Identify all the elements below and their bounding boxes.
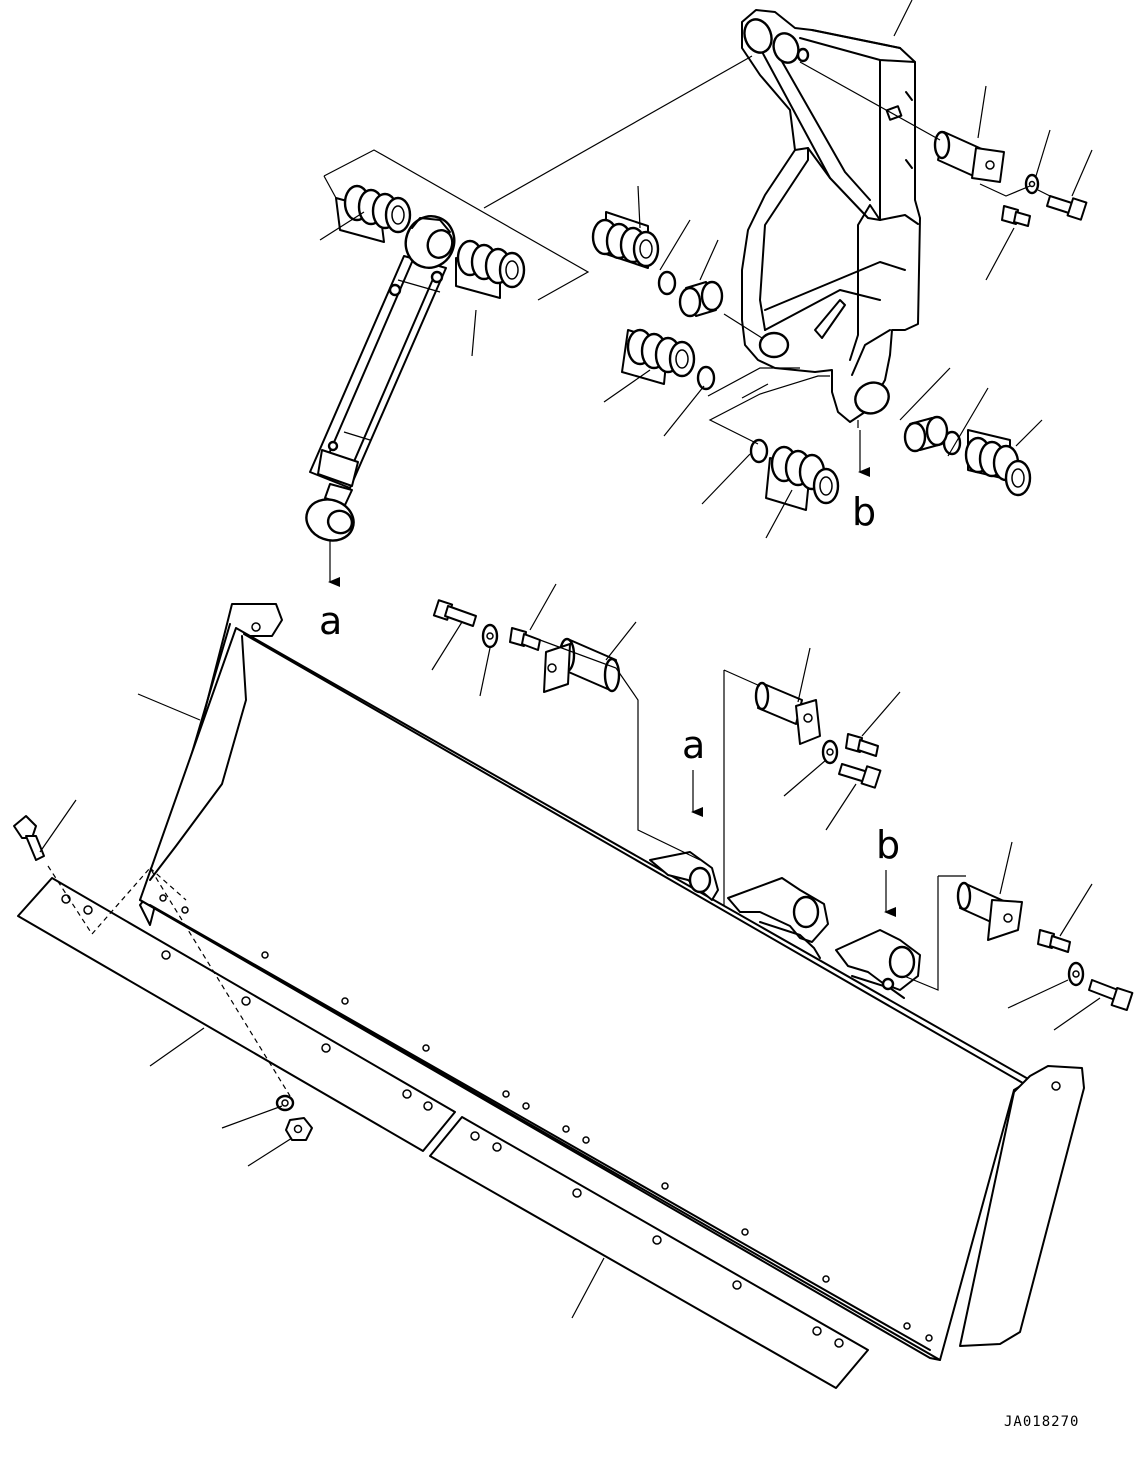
seal-ring <box>657 270 962 464</box>
drawing-code: JA018270 <box>1004 1414 1079 1430</box>
grease-fitting <box>1001 205 1031 227</box>
grease-fitting <box>1037 929 1071 953</box>
cutting-edge <box>17 877 456 1152</box>
pivot-pin <box>754 681 821 745</box>
plow-bolt <box>13 815 45 861</box>
callout-label-a-top: a <box>319 599 342 643</box>
pivot-pin <box>956 881 1023 941</box>
grease-fitting <box>845 733 879 757</box>
assembly-lines <box>47 55 1051 1097</box>
callout-label-b-blade: b <box>876 823 900 867</box>
pivot-pin <box>543 637 621 693</box>
shim-pack <box>335 184 1032 511</box>
callout-label-a-blade: a <box>682 723 705 767</box>
washer <box>821 739 839 765</box>
lift-frame-bracket <box>741 9 921 423</box>
bolt <box>432 599 477 627</box>
callout-label-b-top: b <box>852 490 876 534</box>
blade-mounting-brackets <box>649 851 921 999</box>
washer <box>1024 173 1040 195</box>
hydraulic-cylinder <box>305 215 456 542</box>
blade-bolt-holes <box>159 894 933 1342</box>
blade <box>139 603 1085 1361</box>
cutting-edge <box>429 1116 869 1389</box>
washer <box>1067 961 1085 987</box>
bolt <box>1088 979 1134 1012</box>
pivot-pin <box>933 130 1005 183</box>
washer <box>481 623 499 649</box>
washer <box>275 1094 295 1112</box>
grease-fitting <box>509 627 541 651</box>
leader-lines <box>39 0 1101 1319</box>
nut <box>285 1117 313 1141</box>
bushing <box>678 280 949 453</box>
bolt <box>838 763 882 789</box>
bolt <box>1046 195 1088 221</box>
